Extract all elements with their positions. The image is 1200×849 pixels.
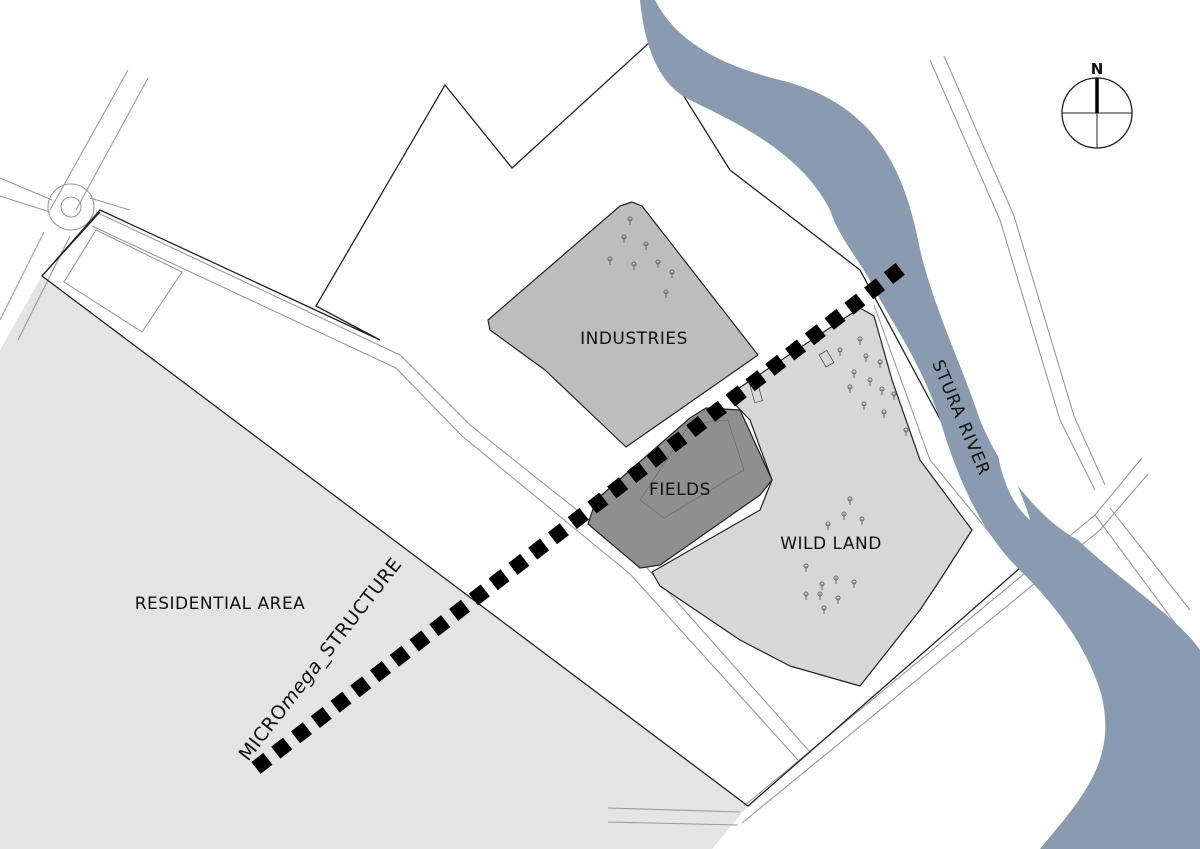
tree-icon xyxy=(903,427,909,436)
tree-icon xyxy=(879,386,885,395)
tree-icon xyxy=(655,259,661,268)
fields-label: FIELDS xyxy=(649,480,711,500)
tree-icon xyxy=(857,336,863,345)
river-island xyxy=(995,430,1030,520)
stura-river xyxy=(640,0,1200,849)
tree-icon xyxy=(627,216,633,225)
tree-icon xyxy=(833,575,839,584)
tree-icon xyxy=(631,261,637,270)
residential-area-zone xyxy=(0,276,748,849)
tree-icon xyxy=(861,401,867,410)
wild-land-zone xyxy=(651,307,973,687)
tree-icon xyxy=(847,384,853,393)
fields-inner-plot xyxy=(639,419,745,519)
tree-icon xyxy=(877,359,883,368)
residential-area-label: RESIDENTIAL AREA xyxy=(135,594,306,614)
compass-rose-icon: N xyxy=(1061,60,1133,149)
tree-icon xyxy=(859,516,865,525)
micro-mega-structure-line xyxy=(251,260,909,774)
tree-icon xyxy=(803,591,809,600)
tree-icon xyxy=(819,581,825,590)
tree-icon-group xyxy=(607,216,909,614)
tree-icon xyxy=(607,256,613,265)
tree-icon xyxy=(835,595,841,604)
small-building xyxy=(818,349,835,368)
tree-icon xyxy=(841,511,847,520)
compass-north-label: N xyxy=(1091,60,1104,78)
tree-icon xyxy=(867,377,873,386)
tree-icon xyxy=(863,353,869,362)
tree-icon xyxy=(669,269,675,278)
tree-icon xyxy=(881,409,887,418)
tree-icon xyxy=(847,496,853,505)
site-boundary-inner xyxy=(41,211,101,277)
tree-icon xyxy=(817,591,823,600)
site-boundary xyxy=(41,40,1021,807)
tree-icon xyxy=(663,289,669,298)
fields-zone xyxy=(587,407,773,569)
tree-icon xyxy=(837,347,843,356)
tree-icon xyxy=(851,369,857,378)
industries-label: INDUSTRIES xyxy=(580,329,688,349)
river-island xyxy=(735,0,790,40)
wild-land-label: WILD LAND xyxy=(780,534,882,554)
tree-icon xyxy=(621,234,627,243)
tree-icon xyxy=(891,391,897,400)
tree-icon xyxy=(803,563,809,572)
industries-zone xyxy=(487,201,759,448)
tree-icon xyxy=(851,579,857,588)
tree-icon xyxy=(821,605,827,614)
tree-icon xyxy=(643,241,649,250)
tree-icon xyxy=(825,521,831,530)
river-island xyxy=(655,0,720,55)
